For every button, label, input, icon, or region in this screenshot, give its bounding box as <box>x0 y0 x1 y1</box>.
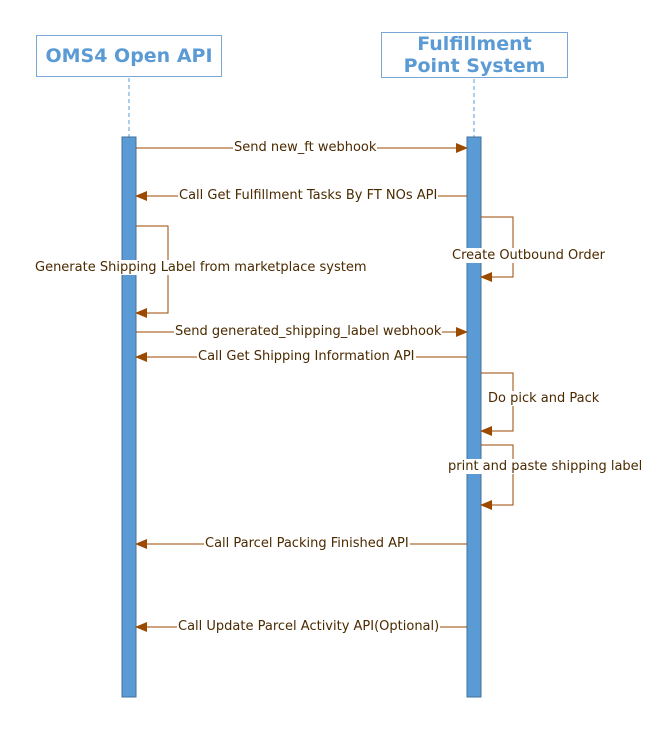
label-send-new-ft: Send new_ft webhook <box>233 140 378 155</box>
activation-oms <box>121 136 137 698</box>
label-create-outbound-order: Create Outbound Order <box>452 248 605 263</box>
activation-fulfillment <box>466 136 482 698</box>
label-get-shipping-info: Call Get Shipping Information API <box>197 349 416 364</box>
arrow-create-outbound-order <box>480 216 514 282</box>
label-update-parcel-activity: Call Update Parcel Activity API(Optional… <box>177 619 441 634</box>
actor-fulfillment: Fulfillment Point System <box>381 32 568 78</box>
actor-fulfillment-label: Fulfillment Point System <box>403 33 546 77</box>
label-do-pick-and-pack: Do pick and Pack <box>488 391 600 406</box>
label-print-paste-label: print and paste shipping label <box>448 459 643 474</box>
label-get-fulfillment-tasks: Call Get Fulfillment Tasks By FT NOs API <box>178 188 439 203</box>
label-parcel-packing-finished: Call Parcel Packing Finished API <box>204 536 410 551</box>
arrow-print-paste-label <box>480 444 514 510</box>
label-send-generated-label: Send generated_shipping_label webhook <box>174 324 443 339</box>
label-generate-shipping-label: Generate Shipping Label from marketplace… <box>35 260 367 275</box>
actor-oms: OMS4 Open API <box>36 35 222 77</box>
actor-oms-label: OMS4 Open API <box>45 45 213 67</box>
